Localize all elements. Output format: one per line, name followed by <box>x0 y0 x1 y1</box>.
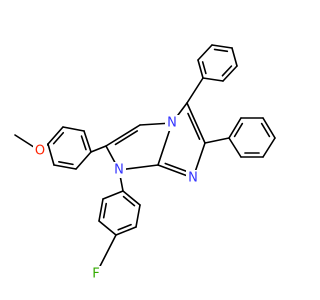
bond <box>75 151 92 170</box>
double-bond <box>58 161 74 166</box>
bond <box>262 117 276 139</box>
bond <box>135 204 141 228</box>
double-bond <box>221 65 233 77</box>
bond <box>90 145 107 153</box>
bond <box>204 137 230 144</box>
bond <box>186 77 204 104</box>
atom-N_bridge: N <box>165 115 179 131</box>
bond <box>197 44 213 61</box>
bond <box>228 117 242 139</box>
bond <box>262 137 276 158</box>
molecule-structure: N N N O F <box>14 44 276 282</box>
atom-N_ring: N <box>186 170 200 186</box>
double-bond <box>80 135 87 151</box>
atom-label-o: O <box>35 144 45 159</box>
bond <box>102 190 124 200</box>
bond <box>122 190 141 206</box>
atom-labels: N N N O F <box>33 115 200 282</box>
double-bond <box>122 195 136 207</box>
bond <box>98 198 104 222</box>
double-bond <box>114 130 139 146</box>
bond <box>231 47 238 67</box>
bond <box>186 102 206 144</box>
bond <box>222 65 238 82</box>
atom-label-n: N <box>114 163 124 178</box>
bond <box>211 44 233 49</box>
double-bond <box>52 131 65 145</box>
atom-label-f: F <box>92 267 99 282</box>
atom-label-n: N <box>188 171 198 186</box>
bond <box>228 137 242 158</box>
bond <box>98 220 117 236</box>
bond <box>105 124 141 147</box>
double-bond <box>260 122 271 138</box>
bond <box>83 130 92 153</box>
bond <box>47 126 64 145</box>
double-bond <box>117 223 132 231</box>
bond <box>53 164 77 170</box>
double-bond <box>213 48 229 53</box>
atom-N_aryl: N <box>112 162 126 178</box>
double-bond <box>201 61 207 75</box>
atom-label-n: N <box>167 116 177 131</box>
double-bond <box>164 162 189 173</box>
bond <box>202 77 224 82</box>
bond <box>47 143 55 166</box>
atom-O_methoxy: O <box>33 143 47 159</box>
double-bond <box>102 202 108 219</box>
bonds <box>14 44 276 275</box>
bond <box>197 59 204 79</box>
bond <box>115 226 137 236</box>
atom-F: F <box>89 266 103 282</box>
double-bond <box>233 122 244 138</box>
double-bond <box>187 112 201 140</box>
bond <box>62 126 85 132</box>
